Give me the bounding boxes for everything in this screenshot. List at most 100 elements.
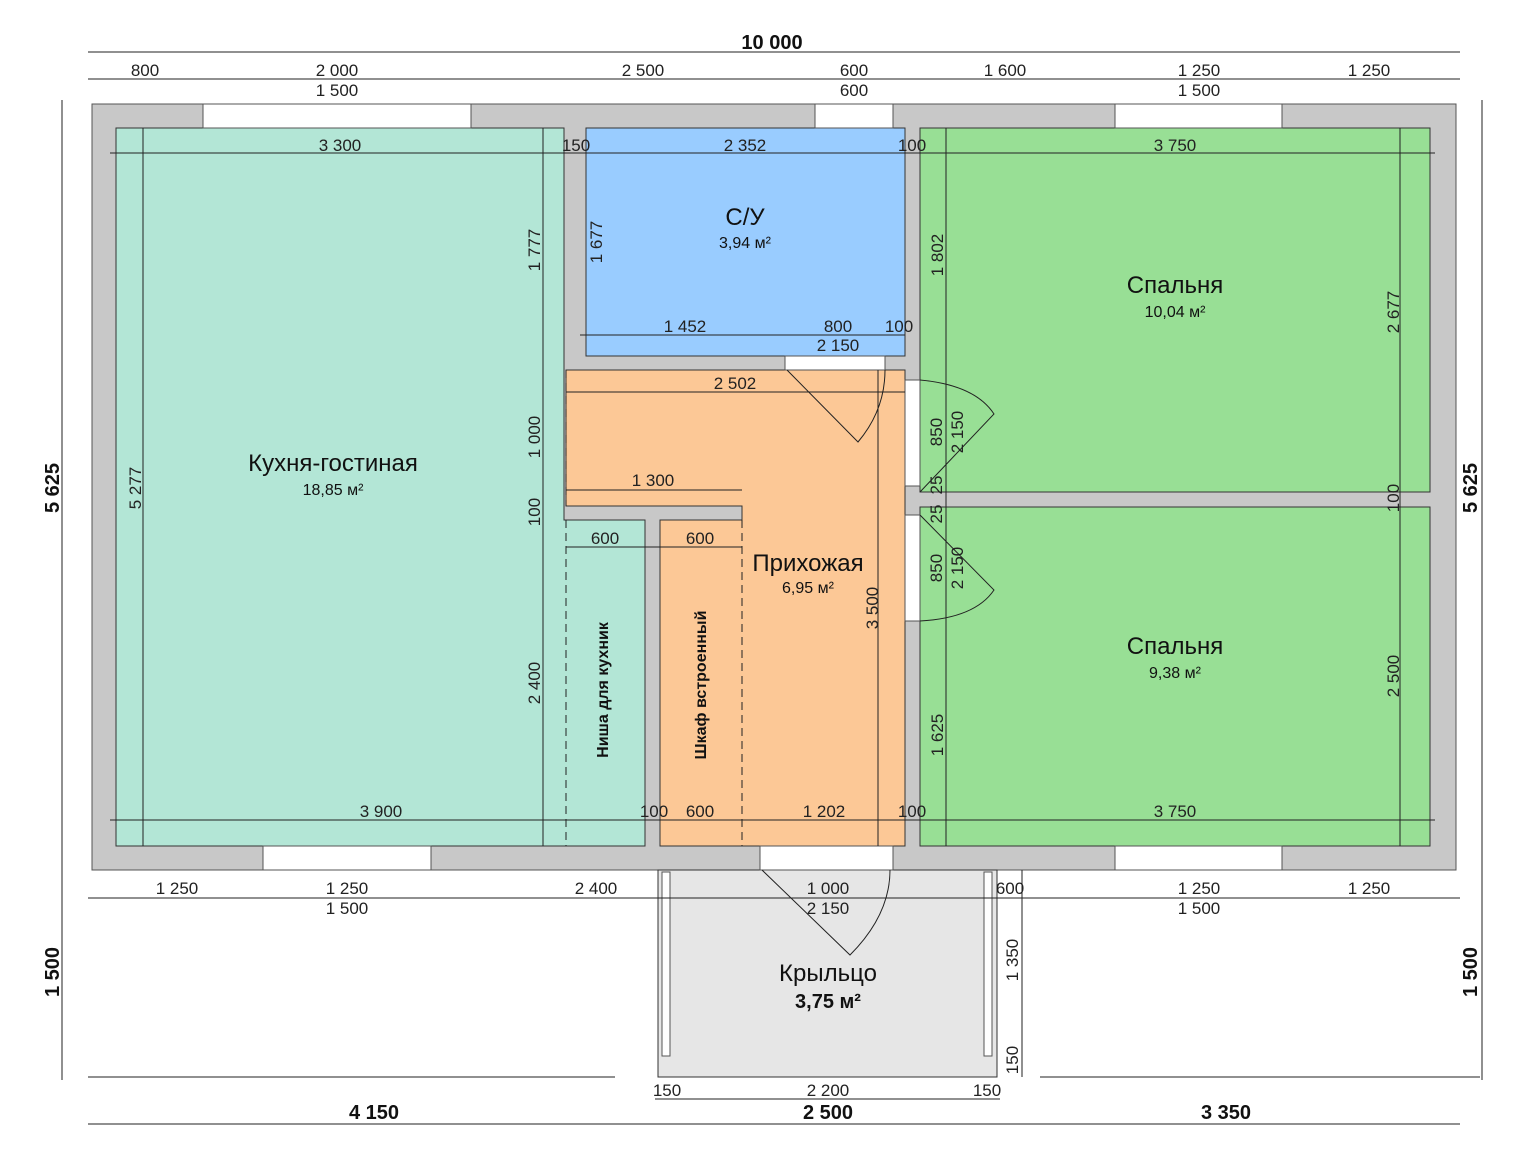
bottom-dim: 4 150 bbox=[349, 1102, 399, 1124]
porch-rail-left bbox=[661, 871, 671, 1057]
overall-height-left: 5 625 bbox=[42, 463, 64, 513]
room-area-kitchen: 18,85 м² bbox=[303, 482, 364, 499]
bottom-dim: 3 350 bbox=[1201, 1102, 1251, 1124]
dim: 2 150 bbox=[948, 547, 967, 590]
overall-height-right: 5 625 bbox=[1460, 463, 1482, 513]
dim: 600 bbox=[996, 879, 1024, 898]
dim: 1 250 bbox=[156, 879, 199, 898]
dim: 1 350 bbox=[1003, 939, 1022, 982]
dim: 1 250 bbox=[1178, 61, 1221, 80]
dim: 100 bbox=[1384, 484, 1403, 512]
entrance-door-opening bbox=[759, 845, 894, 871]
window bbox=[262, 845, 432, 871]
room-area-hallway: 6,95 м² bbox=[782, 580, 835, 597]
dim: 100 bbox=[525, 498, 544, 526]
bedroom1-door-opening bbox=[904, 379, 921, 487]
dim: 1 250 bbox=[326, 879, 369, 898]
door-swings bbox=[565, 369, 995, 956]
overall-width: 10 000 bbox=[741, 32, 802, 54]
room-bedroom-2 bbox=[919, 506, 1431, 847]
dim: 3 900 bbox=[360, 802, 403, 821]
dim: 150 bbox=[562, 136, 590, 155]
dim: 1 777 bbox=[525, 229, 544, 272]
room-area-bedroom-1: 10,04 м² bbox=[1145, 304, 1206, 321]
dim: 150 bbox=[1003, 1046, 1022, 1074]
room-name-bathroom: С/У bbox=[725, 204, 765, 231]
dim: 2 150 bbox=[817, 336, 860, 355]
window bbox=[202, 103, 472, 129]
room-name-bedroom-1: Спальня bbox=[1127, 272, 1223, 299]
dim: 1 452 bbox=[664, 317, 707, 336]
dim: 2 000 bbox=[316, 61, 359, 80]
windows bbox=[202, 103, 1283, 1057]
dim: 5 277 bbox=[126, 467, 145, 510]
window bbox=[814, 103, 894, 129]
dim: 1 500 bbox=[1178, 899, 1221, 918]
dim: 600 bbox=[686, 802, 714, 821]
room-name-kitchen: Кухня-гостиная bbox=[248, 450, 418, 477]
dim: 600 bbox=[840, 61, 868, 80]
room-name-bedroom-2: Спальня bbox=[1127, 633, 1223, 660]
dim: 25 bbox=[927, 476, 946, 495]
dim: 2 150 bbox=[948, 411, 967, 454]
dim: 1 625 bbox=[928, 714, 947, 757]
dim: 100 bbox=[885, 317, 913, 336]
dim: 800 bbox=[824, 317, 852, 336]
dim: 1 250 bbox=[1348, 61, 1391, 80]
dim: 150 bbox=[973, 1081, 1001, 1100]
dim: 2 400 bbox=[525, 662, 544, 705]
dim: 100 bbox=[898, 802, 926, 821]
dim: 2 150 bbox=[807, 899, 850, 918]
wardrobe-label: Шкаф встроенный bbox=[693, 611, 710, 760]
room-name-porch: Крыльцо bbox=[779, 960, 877, 987]
dim: 3 750 bbox=[1154, 802, 1197, 821]
dim: 2 500 bbox=[1384, 655, 1403, 698]
dim: 150 bbox=[653, 1081, 681, 1100]
room-area-porch: 3,75 м² bbox=[795, 991, 861, 1013]
dim: 2 500 bbox=[622, 61, 665, 80]
dim: 1 300 bbox=[632, 471, 675, 490]
dim: 800 bbox=[131, 61, 159, 80]
dimension-lines bbox=[61, 51, 1483, 1125]
dim: 2 200 bbox=[807, 1081, 850, 1100]
dim: 1 000 bbox=[807, 879, 850, 898]
dim: 2 352 bbox=[724, 136, 767, 155]
dim: 3 750 bbox=[1154, 136, 1197, 155]
dim: 3 300 bbox=[319, 136, 362, 155]
dim: 600 bbox=[840, 81, 868, 100]
door-swing bbox=[786, 369, 886, 443]
room-area-bathroom: 3,94 м² bbox=[719, 235, 772, 252]
dim: 1 500 bbox=[326, 899, 369, 918]
door-swing bbox=[919, 379, 995, 493]
room-porch bbox=[657, 869, 998, 1078]
room-bathroom bbox=[585, 127, 906, 357]
dim: 1 500 bbox=[316, 81, 359, 100]
niche-label: Ниша для кухник bbox=[595, 621, 612, 758]
dim: 100 bbox=[640, 802, 668, 821]
bedroom2-door-opening bbox=[904, 514, 921, 622]
dim: 600 bbox=[686, 529, 714, 548]
porch-rail-right bbox=[983, 871, 993, 1057]
dim: 1 000 bbox=[525, 416, 544, 459]
dim: 2 677 bbox=[1384, 291, 1403, 334]
dim: 1 600 bbox=[984, 61, 1027, 80]
dim: 1 202 bbox=[803, 802, 846, 821]
dim: 1 802 bbox=[928, 234, 947, 277]
room-name-hallway: Прихожая bbox=[752, 550, 863, 577]
dim: 100 bbox=[898, 136, 926, 155]
dim: 1 250 bbox=[1178, 879, 1221, 898]
dim: 850 bbox=[927, 418, 946, 446]
window bbox=[1114, 845, 1283, 871]
dim: 2 400 bbox=[575, 879, 618, 898]
dim: 850 bbox=[927, 554, 946, 582]
dim: 1 677 bbox=[587, 221, 606, 264]
door-swing bbox=[761, 869, 891, 956]
room-area-bedroom-2: 9,38 м² bbox=[1149, 665, 1202, 682]
bathroom-door-opening bbox=[784, 355, 886, 371]
dim: 2 502 bbox=[714, 374, 757, 393]
window bbox=[1114, 103, 1283, 129]
dim: 1 250 bbox=[1348, 879, 1391, 898]
dim: 3 500 bbox=[863, 587, 882, 630]
room-bedroom-1 bbox=[919, 127, 1431, 493]
